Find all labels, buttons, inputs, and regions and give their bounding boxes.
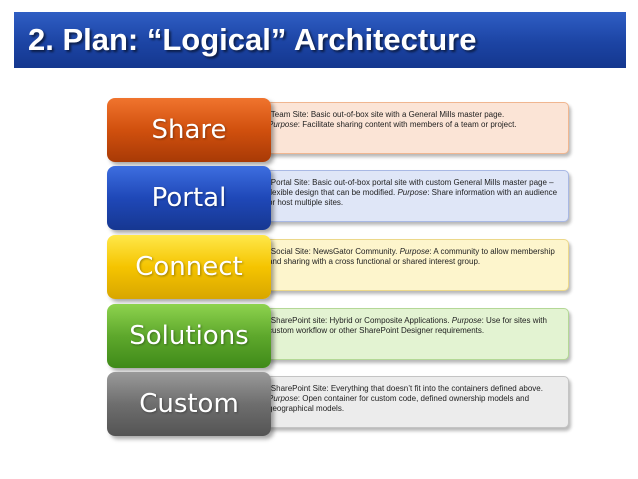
purpose-label: Purpose: [268, 394, 298, 403]
purpose-label: Purpose: [397, 188, 428, 197]
purpose-text: : Facilitate sharing content with member…: [297, 120, 517, 129]
category-label: Portal: [151, 183, 227, 213]
purpose-label: Purpose: [399, 247, 430, 256]
purpose-text: : Share information with an audience or …: [268, 188, 558, 207]
row-connect: •Social Site: NewsGator Community. Purpo…: [107, 235, 571, 299]
row-custom: •SharePoint Site: Everything that doesn’…: [107, 372, 571, 436]
category-label: Solutions: [129, 321, 249, 351]
category-label: Custom: [139, 389, 239, 419]
description-box: •SharePoint Site: Everything that doesn’…: [259, 376, 569, 428]
category-box: Portal: [107, 166, 271, 230]
row-solutions: •SharePoint site: Hybrid or Composite Ap…: [107, 304, 571, 368]
slide-title: 2. Plan: “Logical” Architecture: [28, 22, 477, 57]
purpose-label: Purpose: [268, 120, 298, 129]
description-box: •Social Site: NewsGator Community. Purpo…: [259, 239, 569, 291]
description-box: •Team Site: Basic out-of-box site with a…: [259, 102, 569, 154]
description-box: •Portal Site: Basic out-of-box portal si…: [259, 170, 569, 222]
description-text: •SharePoint Site: Everything that doesn’…: [268, 384, 543, 393]
category-box: Custom: [107, 372, 271, 436]
description-box: •SharePoint site: Hybrid or Composite Ap…: [259, 308, 569, 360]
purpose-label: Purpose: [451, 316, 482, 325]
category-label: Connect: [135, 252, 243, 282]
category-box: Share: [107, 98, 271, 162]
description-text: •Social Site: NewsGator Community.: [268, 247, 398, 256]
purpose-text: : Open container for custom code, define…: [268, 394, 530, 413]
purpose-text: : Use for sites with custom workflow or …: [268, 316, 547, 335]
description-text: •Team Site: Basic out-of-box site with a…: [268, 110, 505, 119]
slide-title-bar: 2. Plan: “Logical” Architecture: [14, 12, 626, 68]
category-box: Connect: [107, 235, 271, 299]
description-text: •Portal Site: Basic out-of-box portal si…: [268, 178, 554, 197]
category-box: Solutions: [107, 304, 271, 368]
row-portal: •Portal Site: Basic out-of-box portal si…: [107, 166, 571, 230]
description-text: •SharePoint site: Hybrid or Composite Ap…: [268, 316, 450, 325]
row-share: •Team Site: Basic out-of-box site with a…: [107, 98, 571, 162]
category-label: Share: [151, 115, 227, 145]
purpose-text: : A community to allow membership and sh…: [268, 247, 555, 266]
